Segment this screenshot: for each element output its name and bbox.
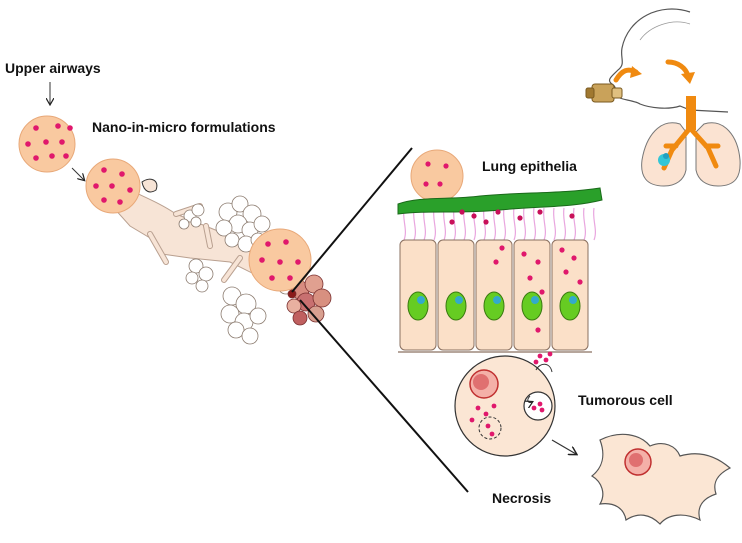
- microparticle-epithelium: [410, 149, 464, 203]
- label-necrosis: Necrosis: [492, 490, 551, 506]
- flow-arrow: [71, 167, 84, 180]
- epithelial-cell: [551, 239, 589, 351]
- zoom-line-top: [291, 147, 413, 293]
- lung-epithelium: [397, 149, 603, 365]
- epithelial-cell: [437, 239, 475, 351]
- inhalation-inset: [585, 8, 741, 187]
- epithelial-cells: [399, 239, 589, 351]
- inhaler-icon: [585, 83, 623, 103]
- microparticle-3: [248, 228, 312, 292]
- necrosis-arrow: [551, 439, 576, 454]
- microparticle-2: [85, 158, 141, 214]
- label-upper-airways: Upper airways: [5, 60, 101, 76]
- necrotic-cell: [590, 433, 732, 525]
- label-lung-epithelia: Lung epithelia: [482, 158, 577, 174]
- epithelial-cell: [513, 239, 551, 351]
- airway-opening: [141, 178, 158, 193]
- mucus-layer: [397, 187, 603, 215]
- tumorous-cell: [454, 355, 556, 457]
- alveoli-cluster: [178, 195, 295, 345]
- epithelial-cell: [399, 239, 437, 351]
- nanoparticles-released: [449, 209, 575, 225]
- microparticle-1: [18, 115, 76, 173]
- zoom-line-bottom: [299, 299, 469, 493]
- epithelial-cell: [475, 239, 513, 351]
- label-tumorous-cell: Tumorous cell: [578, 392, 673, 408]
- label-formulations: Nano-in-micro formulations: [92, 119, 276, 135]
- lungs-icon: [641, 96, 741, 187]
- nanoparticles-intracellular: [493, 245, 583, 365]
